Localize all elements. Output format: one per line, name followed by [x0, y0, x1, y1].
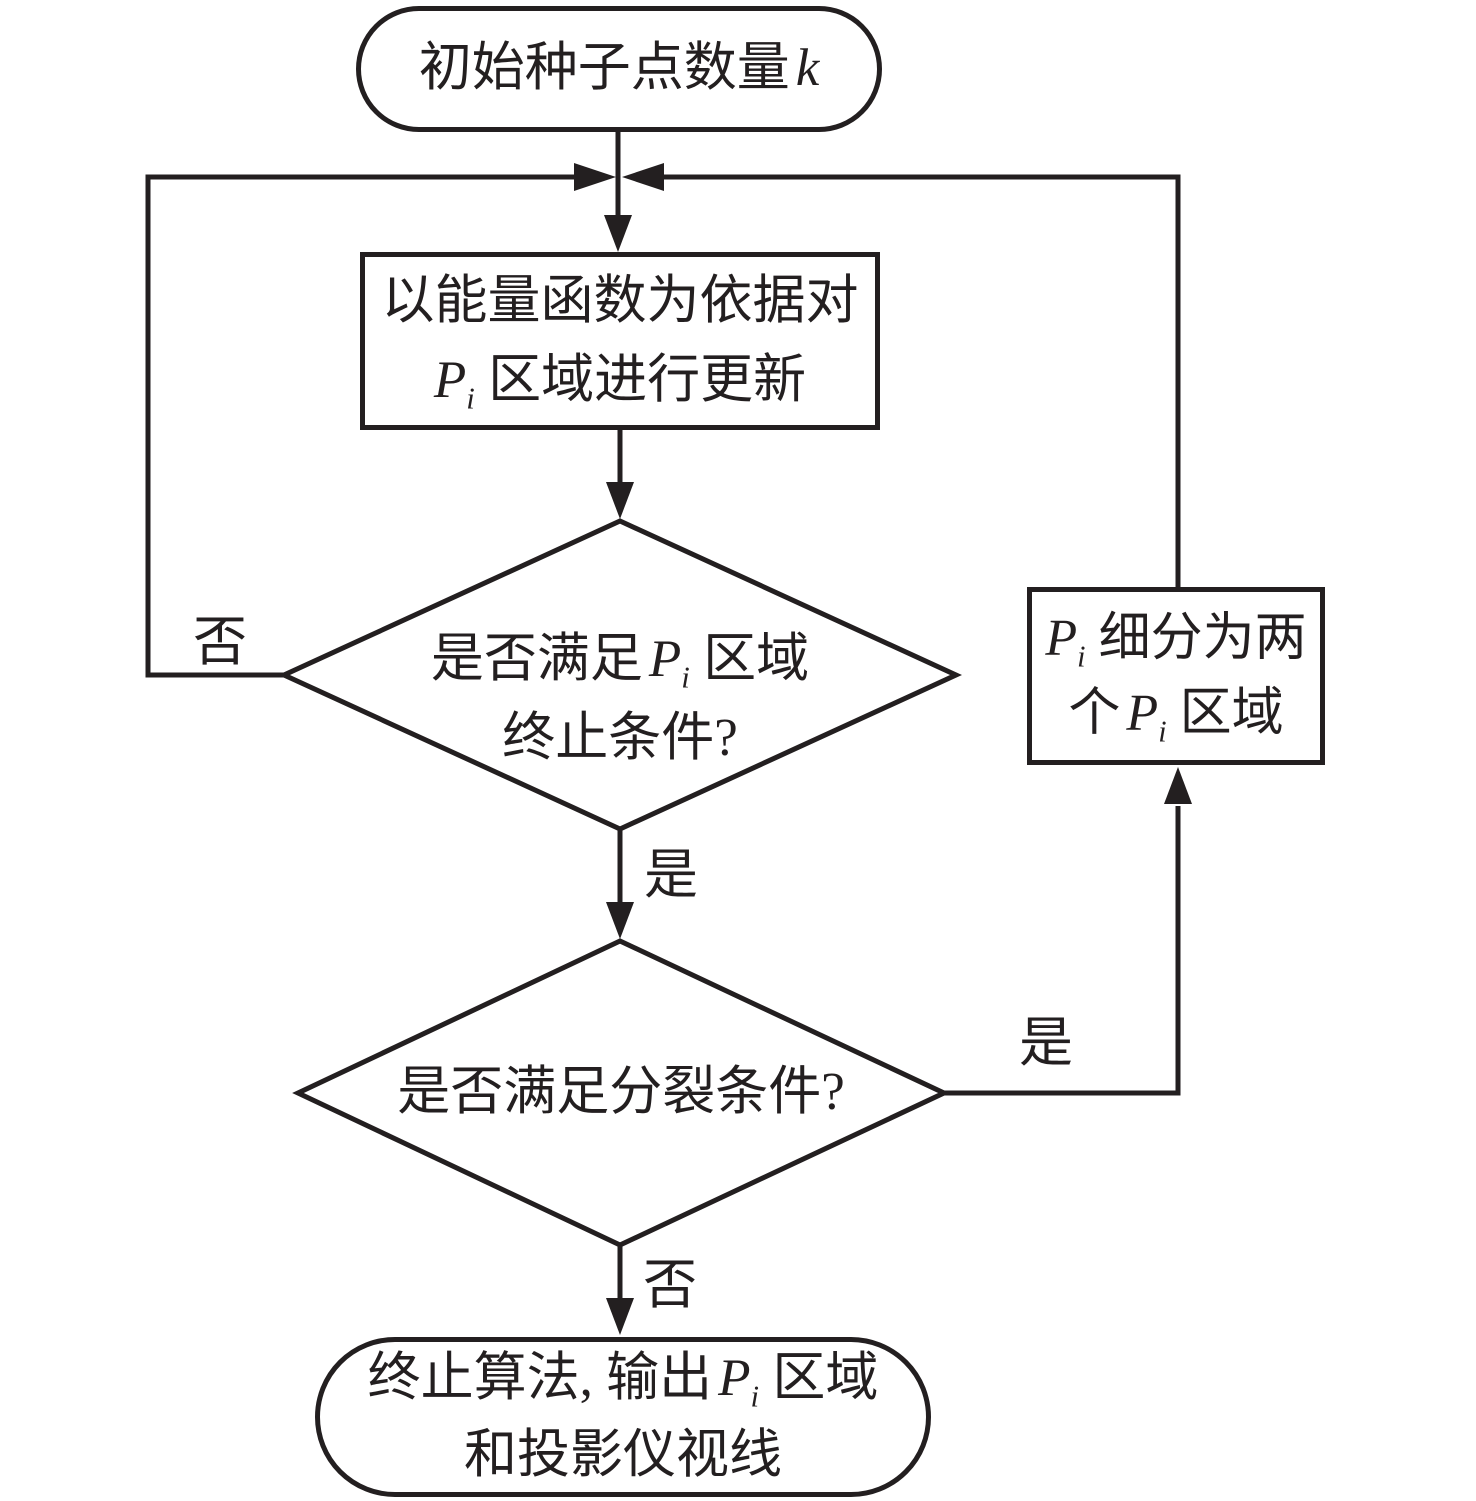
var-P: P — [648, 629, 682, 688]
split-line1: Pi 细分为两 — [1045, 601, 1306, 676]
update-line1: 以能量函数为依据对 — [381, 271, 859, 330]
edge-yes-to-split — [944, 806, 1181, 1096]
end-line1-pre: 终止算法, 输出 — [367, 1349, 713, 1408]
var-P-subscript: i — [681, 660, 690, 695]
edge-label-yes: 是 — [644, 845, 698, 905]
decision1-line2: 终止条件? — [502, 709, 738, 767]
var-P-subscript: i — [1077, 639, 1086, 674]
end-line2: 和投影仪视线 — [464, 1426, 782, 1484]
edge-split-loop — [662, 174, 1181, 587]
arrowhead-merge-from-right — [622, 163, 664, 191]
var-P: P — [718, 1349, 751, 1408]
decision2-line1: 是否满足分裂条件? — [397, 1063, 845, 1122]
var-P-subscript: i — [1158, 714, 1167, 749]
edge-no-loop — [145, 174, 576, 678]
arrowhead-merge-from-left — [574, 163, 616, 191]
end-line1-text: 区域 — [759, 1349, 879, 1408]
split-decision-diamond: 是否满足分裂条件? — [298, 941, 944, 1245]
split-line2-pre: 个 — [1068, 685, 1121, 742]
update-line2-text: 区域进行更新 — [474, 351, 807, 409]
arrowhead-into-split — [1164, 767, 1192, 804]
var-P: P — [1126, 685, 1159, 742]
edge-label-no: 否 — [193, 612, 247, 672]
update-process-box: 以能量函数为依据对 Pi 区域进行更新 — [360, 252, 880, 430]
var-P-subscript: i — [466, 381, 475, 416]
arrowhead-into-end — [606, 1298, 634, 1335]
edge-label-no: 否 — [643, 1255, 697, 1315]
arrowhead-into-update — [604, 215, 632, 252]
var-P: P — [1045, 609, 1078, 667]
arrowhead-into-decision1 — [606, 482, 634, 519]
split-decision-shape — [292, 938, 950, 1248]
decision1-text-pre: 是否满足 — [430, 629, 643, 688]
var-P-subscript: i — [750, 1379, 760, 1414]
update-line2: Pi 区域进行更新 — [434, 341, 806, 421]
var-P: P — [433, 351, 467, 409]
start-text: 初始种子点数量 — [418, 39, 790, 98]
decision1-text-post: 区域 — [689, 629, 810, 688]
termination-decision-shape — [277, 518, 963, 832]
split-line2-text: 区域 — [1166, 685, 1284, 742]
var-k: k — [795, 39, 820, 98]
arrowhead-into-decision2 — [606, 902, 634, 939]
split-line1-text: 细分为两 — [1085, 609, 1307, 667]
edge-label-yes: 是 — [1019, 1013, 1073, 1073]
